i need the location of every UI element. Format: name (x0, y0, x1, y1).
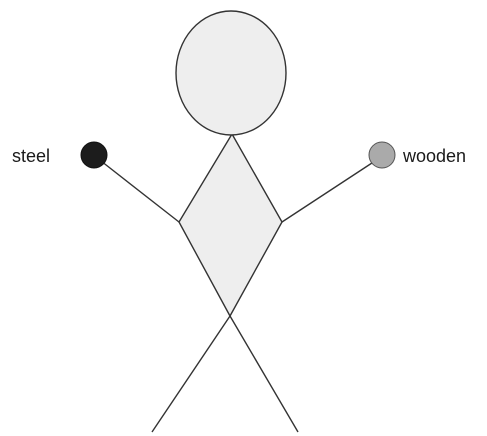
wooden-label: wooden (402, 146, 466, 166)
right-arm (282, 161, 375, 222)
head (176, 11, 286, 135)
right-leg (230, 316, 298, 432)
left-arm (101, 161, 179, 222)
wooden-ball (369, 142, 395, 168)
steel-ball (81, 142, 107, 168)
left-leg (152, 316, 230, 432)
steel-label: steel (12, 146, 50, 166)
diamond-body (179, 134, 282, 316)
